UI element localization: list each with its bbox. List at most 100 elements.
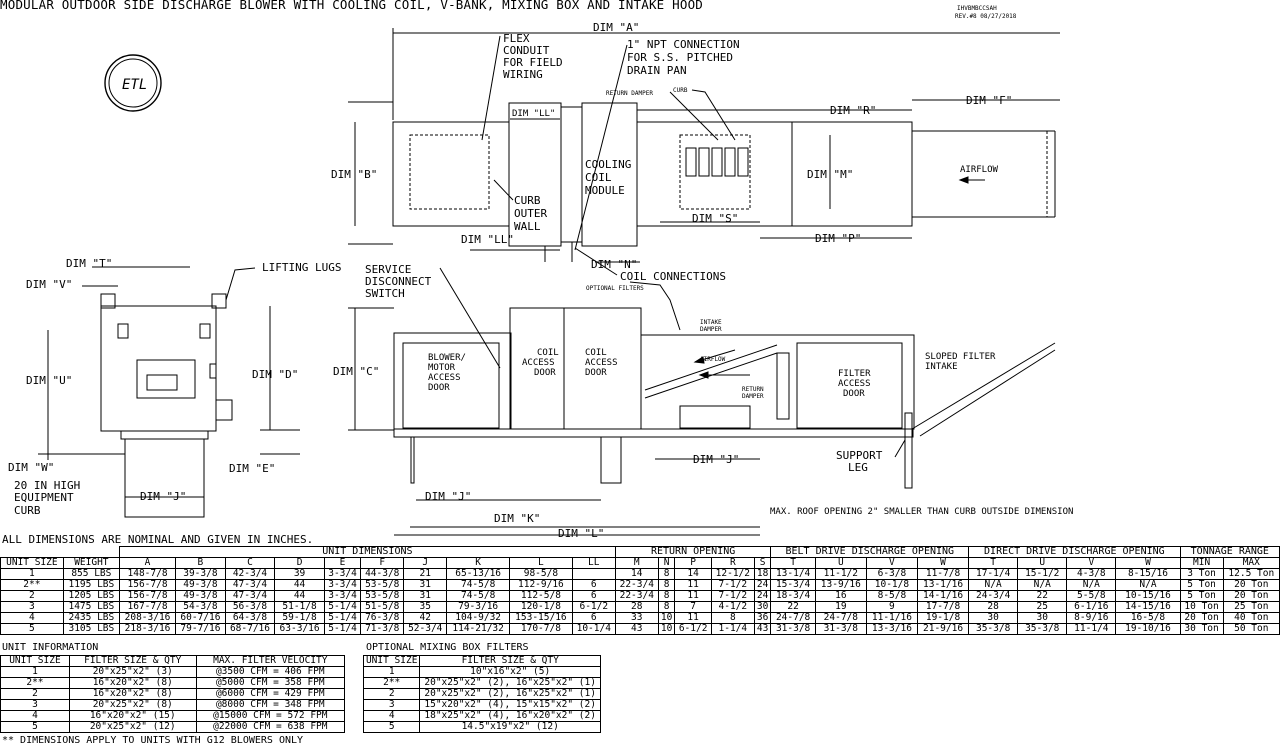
table-cell: 18-3/4 (770, 590, 816, 602)
table-cell: 855 LBS (62, 568, 120, 580)
table-cell: 3-3/4 (323, 568, 362, 580)
table-cell: 22-3/4 (614, 579, 659, 591)
table-cell: 31-3/8 (770, 623, 816, 635)
table-cell: 8-5/8 (865, 590, 918, 602)
column-header: FILTER SIZE & QTY (68, 655, 197, 667)
table-cell: 20"x25"x2" (3) (68, 666, 197, 678)
coil-door-2-line-2: ACCESS (585, 358, 618, 368)
coil-door-1-line-3: DOOR (534, 368, 556, 378)
dim-u-label: DIM "U" (26, 374, 72, 387)
blower-door-line-4: DOOR (428, 383, 450, 393)
table-cell: N/A (968, 579, 1019, 591)
table-cell: 56-3/8 (224, 601, 276, 613)
table-cell: 98-5/8 (509, 568, 573, 580)
table-cell: 74-5/8 (446, 579, 511, 591)
table-cell: 120-1/8 (509, 601, 573, 613)
table-cell: 2** (362, 677, 421, 689)
cooling-coil-line-1: COOLING (585, 158, 631, 171)
flex-conduit-line-4: WIRING (503, 68, 543, 81)
drawing-id: IHVBMBCCSAH (957, 5, 997, 12)
table-cell: 14.5"x19"x2" (12) (419, 721, 601, 733)
table-cell: 10 (657, 612, 676, 624)
table-cell: 11 (674, 590, 712, 602)
end-view (38, 266, 300, 518)
table-cell: 3 Ton (1179, 568, 1224, 580)
table-cell: 51-1/8 (274, 601, 325, 613)
table-cell: 20 Ton (1222, 590, 1280, 602)
dim-w-label: DIM "W" (8, 461, 54, 474)
table-cell: 36 (753, 612, 772, 624)
table-cell: 20"x25"x2" (2), 16"x25"x2" (1) (419, 677, 601, 689)
etl-logo: ETL (104, 54, 162, 112)
table-cell: 63-3/16 (274, 623, 325, 635)
table-cell: 35-3/8 (1017, 623, 1068, 635)
table-cell: 19-10/16 (1115, 623, 1181, 635)
table-cell: 10"x16"x2" (5) (419, 666, 601, 678)
tonnage-header: TONNAGE RANGE (1179, 546, 1280, 558)
table-cell: 208-3/16 (118, 612, 177, 624)
curb-outer-wall-line-2: OUTER (514, 207, 547, 220)
sloped-filter-line-2: INTAKE (925, 362, 958, 372)
coil-door-1-line-1: COIL (537, 348, 559, 358)
table-cell: 53-5/8 (360, 579, 405, 591)
table-cell: 3-3/4 (323, 590, 362, 602)
service-disconnect-line-2: DISCONNECT (365, 275, 432, 288)
intake-damper-line-2: DAMPER (700, 326, 722, 333)
table-cell: 59-1/8 (274, 612, 325, 624)
service-disconnect-line-1: SERVICE (365, 263, 411, 276)
table-cell: 2** (0, 677, 70, 689)
table-cell: 8-9/16 (1066, 612, 1117, 624)
table-cell: 35-3/8 (968, 623, 1019, 635)
return-damper-top-label: RETURN DAMPER (606, 90, 653, 97)
table-cell: 170-7/8 (509, 623, 573, 635)
table-cell: 5-1/4 (323, 623, 362, 635)
column-header: P (674, 557, 712, 569)
table-cell: 22 (1017, 590, 1068, 602)
table-cell: 15-1/2 (1017, 568, 1068, 580)
dim-c-label: DIM "C" (333, 365, 379, 378)
table-cell: @6000 CFM = 429 FPM (195, 688, 346, 700)
table-cell: 1 (0, 568, 64, 580)
column-header: UNIT SIZE (0, 557, 64, 569)
table-cell: 21-9/16 (916, 623, 970, 635)
dim-e-label: DIM "E" (229, 462, 275, 475)
column-header: W (916, 557, 970, 569)
table-cell: 13-1/4 (770, 568, 816, 580)
coil-door-1-line-2: ACCESS (522, 358, 555, 368)
table-cell: 49-3/8 (175, 579, 226, 591)
table-cell: 47-3/4 (224, 579, 276, 591)
table-cell: 24-7/8 (770, 612, 816, 624)
table-cell: 5 (362, 721, 421, 733)
return-damper-side-line-2: DAMPER (742, 393, 764, 400)
table-cell: 1195 LBS (62, 579, 120, 591)
table-cell: 64-3/8 (224, 612, 276, 624)
side-elevation (348, 267, 1056, 536)
table-cell: 16 (814, 590, 867, 602)
coil-door-2-line-3: DOOR (585, 368, 607, 378)
table-cell: @5000 CFM = 358 FPM (195, 677, 346, 689)
table-cell: 42-3/4 (224, 568, 276, 580)
table-cell: 153-15/16 (509, 612, 573, 624)
table-cell: 5-1/4 (323, 601, 362, 613)
table-cell: 114-21/32 (446, 623, 511, 635)
return-damper-side-line-1: RETURN (742, 386, 764, 393)
table-cell: 79-7/16 (175, 623, 226, 635)
support-leg-line-2: LEG (848, 461, 868, 474)
table-cell: 7 (674, 601, 712, 613)
table-cell: 3 (0, 601, 64, 613)
column-header: WEIGHT (62, 557, 120, 569)
column-header: MAX. FILTER VELOCITY (195, 655, 346, 667)
table-cell: 218-3/16 (118, 623, 177, 635)
table-cell: 60-7/16 (175, 612, 226, 624)
table-cell: 18"x25"x2" (4), 16"x20"x2" (2) (419, 710, 601, 722)
sloped-filter-line-1: SLOPED FILTER (925, 352, 996, 362)
table-cell: 8 (657, 601, 676, 613)
table-cell: 5 Ton (1179, 590, 1224, 602)
